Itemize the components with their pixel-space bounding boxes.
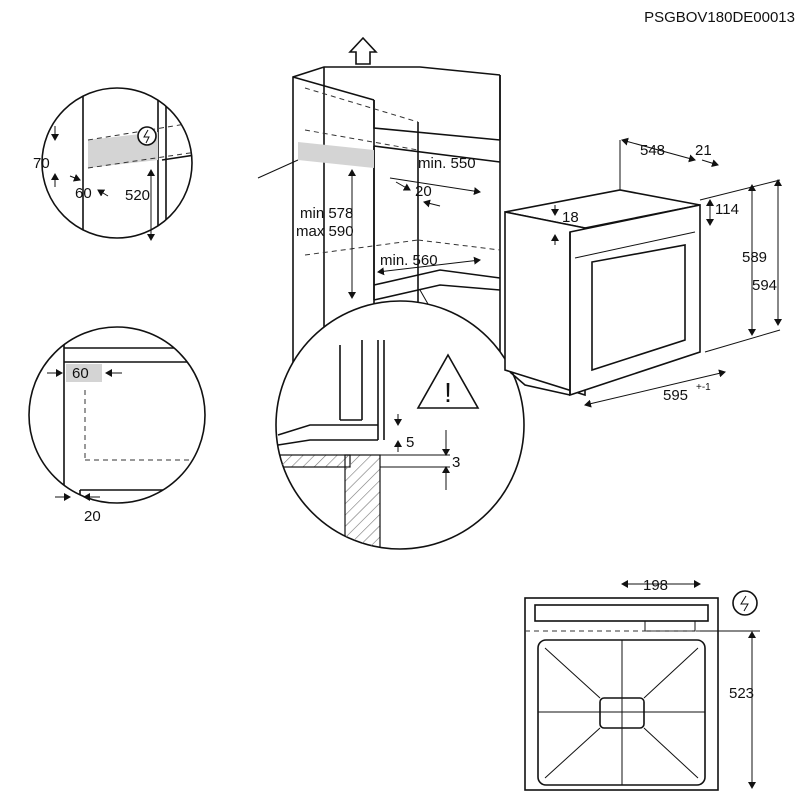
dim-20-mid: 20 bbox=[84, 508, 101, 525]
dim-3: 3 bbox=[452, 454, 460, 471]
dim-589: 589 bbox=[742, 249, 767, 266]
dim-60: 60 bbox=[75, 185, 92, 202]
dim-520: 520 bbox=[125, 187, 150, 204]
dim-5: 5 bbox=[406, 434, 414, 451]
dim-min-578: min 578 bbox=[300, 205, 353, 222]
detail-top-left: 70 60 520 bbox=[33, 87, 193, 241]
electric-warning-icon-2 bbox=[732, 590, 758, 616]
dim-60-mid: 60 bbox=[72, 365, 89, 382]
dim-595-tolerance: +-1 bbox=[696, 382, 711, 393]
dim-min-550: min. 550 bbox=[418, 155, 476, 172]
dim-594: 594 bbox=[752, 277, 777, 294]
electric-warning-icon bbox=[137, 126, 157, 146]
exclamation-glyph: ! bbox=[444, 377, 452, 408]
caution-triangle-icon bbox=[416, 353, 480, 409]
dim-114: 114 bbox=[715, 201, 739, 218]
dim-max-590: max 590 bbox=[296, 223, 354, 240]
document-code: PSGBOV180DE00013 bbox=[644, 9, 795, 26]
dim-595: 595 bbox=[663, 387, 688, 404]
dim-18: 18 bbox=[562, 209, 579, 226]
dim-70: 70 bbox=[33, 155, 50, 172]
oven-iso: 548 21 18 114 589 594 595 +-1 bbox=[504, 137, 782, 408]
dim-gap-20: 20 bbox=[415, 183, 432, 200]
dim-21: 21 bbox=[695, 142, 712, 159]
bolt-glyph bbox=[143, 129, 150, 144]
dim-198: 198 bbox=[643, 577, 668, 594]
up-arrow-icon bbox=[348, 36, 378, 65]
column-cabinet: min. 550 20 min 578 max 590 min. 560 bbox=[257, 36, 501, 390]
detail-center: ! 5 3 bbox=[275, 300, 525, 550]
front-view: 198 523 bbox=[524, 577, 760, 791]
dim-523: 523 bbox=[729, 685, 754, 702]
detail-mid-left: 60 20 bbox=[28, 326, 206, 525]
